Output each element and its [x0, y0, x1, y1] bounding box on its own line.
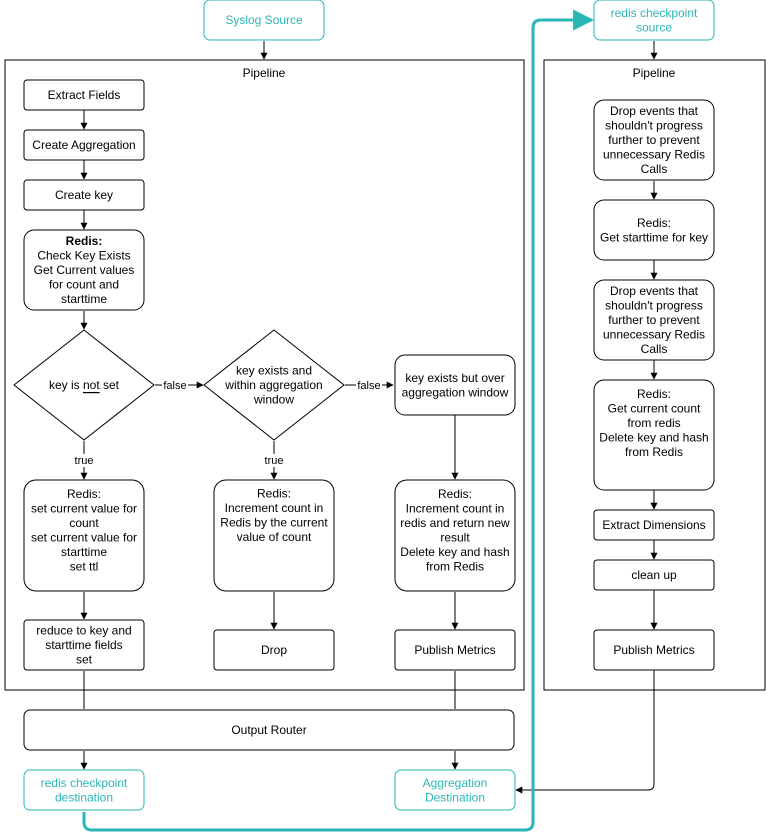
create-aggregation-box[interactable]: [23, 129, 145, 161]
publish-metrics-left-box[interactable]: [394, 629, 516, 671]
checkpoint-destination-box[interactable]: [23, 769, 145, 811]
extract-fields-box[interactable]: [23, 79, 145, 111]
create-key-label: Create key: [55, 188, 113, 202]
extract-dimensions-label: Extract Dimensions: [602, 518, 705, 532]
redis-increment-return-box[interactable]: [394, 479, 516, 592]
extract-dimensions-box[interactable]: [593, 509, 715, 541]
decision-not-set-label: key is not set: [49, 378, 120, 392]
create-aggregation-label: Create Aggregation: [32, 138, 135, 152]
checkpoint-source-box[interactable]: [593, 0, 715, 41]
publish-metrics-left-label: Publish Metrics: [414, 643, 495, 657]
edge-label-true-2: true: [265, 455, 284, 467]
syslog-source-box[interactable]: [203, 0, 325, 41]
edges: [80, 41, 658, 794]
redis-get-count-box[interactable]: [593, 379, 715, 491]
nodes: [13, 0, 715, 811]
redis-check-box[interactable]: [23, 229, 145, 311]
syslog-source-label: Syslog Source: [225, 13, 303, 27]
decision-not-set[interactable]: [13, 329, 155, 441]
drop-events-1-box[interactable]: [593, 99, 715, 181]
edge-label-false-2: false: [357, 380, 380, 392]
clean-up-box[interactable]: [593, 559, 715, 591]
output-router-box[interactable]: [23, 709, 515, 751]
edge-label-true-1: true: [75, 455, 94, 467]
clean-up-label: clean up: [631, 568, 677, 582]
publish-metrics-right-label: Publish Metrics: [613, 643, 694, 657]
drop-box[interactable]: [213, 629, 335, 671]
create-key-box[interactable]: [23, 179, 145, 211]
drop-events-2-box[interactable]: [593, 279, 715, 361]
drop-label: Drop: [261, 643, 287, 657]
pipeline-right-title: Pipeline: [633, 66, 676, 80]
redis-get-starttime-label: Redis:Get starttime for key: [600, 216, 708, 245]
reduce-fields-box[interactable]: [23, 619, 145, 671]
aggregation-destination-box[interactable]: [394, 769, 516, 811]
extract-fields-label: Extract Fields: [48, 88, 121, 102]
output-router-label: Output Router: [231, 723, 306, 737]
edge-label-false-1: false: [163, 380, 186, 392]
pipeline-left-title: Pipeline: [243, 66, 286, 80]
redis-set-box[interactable]: [23, 479, 145, 592]
over-window-box[interactable]: [394, 354, 516, 416]
publish-metrics-right-box[interactable]: [593, 629, 715, 671]
edge-publish-right-to-aggregation-dest: [515, 670, 655, 794]
redis-get-starttime-box[interactable]: [593, 199, 715, 261]
redis-increment-box[interactable]: [213, 479, 335, 592]
pipeline-left-container: [4, 59, 525, 691]
decision-within-window[interactable]: [203, 329, 345, 441]
edge-checkpoint-dest-to-checkpoint-source: [82, 9, 595, 832]
